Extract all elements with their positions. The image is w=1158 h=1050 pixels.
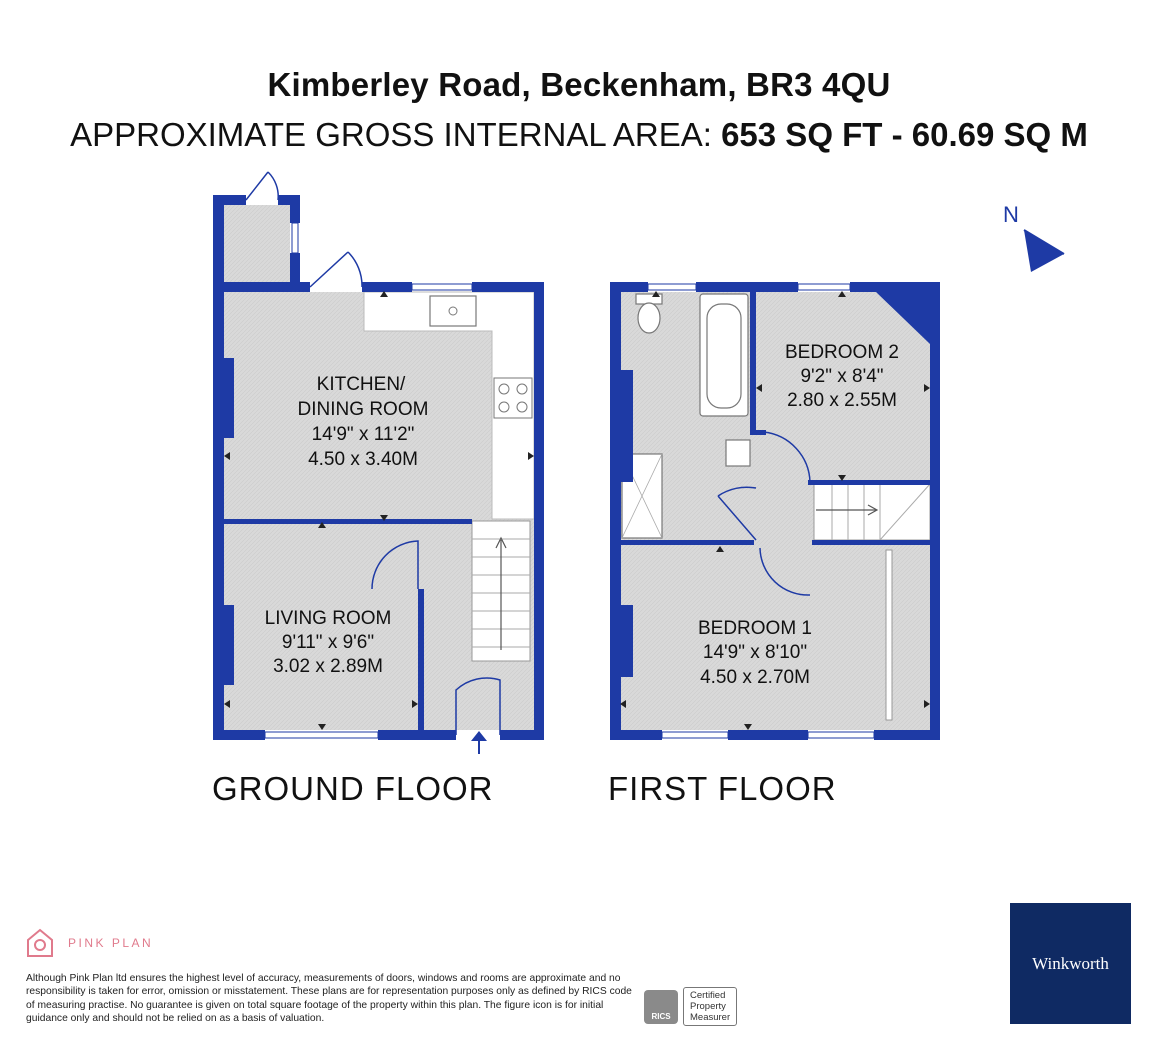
bedroom2-metric: 2.80 x 2.55M [787,390,897,411]
entrance-arrow-icon [471,731,487,754]
first-floor-plan: BEDROOM 2 9'2" x 8'4" 2.80 x 2.55M BEDRO… [610,282,940,740]
kitchen-window [411,283,473,291]
bathroom-window [647,283,697,291]
bathroom-door [717,486,757,541]
winkworth-logo: Winkworth [1010,903,1131,1024]
first-floor-label: FIRST FLOOR [608,770,837,807]
living-door [371,540,419,590]
bedroom1-name: BEDROOM 1 [698,618,812,639]
living-metric: 3.02 x 2.89M [273,656,383,677]
kitchen-imperial: 14'9" x 11'2" [312,424,415,445]
bedroom1-imperial: 14'9" x 8'10" [703,642,807,663]
disclaimer-text: Although Pink Plan ltd ensures the highe… [26,973,632,1025]
store-window [291,222,299,254]
ground-floor-label: GROUND FLOOR [212,770,494,807]
first-stairs [813,483,931,541]
bedroom1-window-right [807,731,875,739]
page-title: Kimberley Road, Beckenham, BR3 4QU [267,66,891,103]
area-value: 653 SQ FT - 60.69 SQ M [721,116,1088,153]
bedroom1-door [759,547,811,596]
living-window [264,731,379,739]
ground-floor-plan: KITCHEN/ DINING ROOM 14'9" x 11'2" 4.50 … [213,171,544,754]
kitchen-name-line1: KITCHEN/ [317,374,406,395]
ground-walls [213,195,544,740]
pink-plan-text: PINK PLAN [68,936,154,950]
kitchen-name-line2: DINING ROOM [298,399,429,420]
basin-icon [725,439,751,467]
living-imperial: 9'11" x 9'6" [282,632,374,653]
rics-badge-icon: RICS [644,989,678,1024]
area-summary: APPROXIMATE GROSS INTERNAL AREA: 653 SQ … [0,116,1158,154]
compass-label: N [1003,202,1019,227]
front-door [455,677,501,735]
sink-icon [429,295,477,327]
first-walls [610,282,940,740]
store-floor [224,205,290,285]
wardrobe [885,549,893,721]
bedroom2-name: BEDROOM 2 [785,342,899,363]
back-door [309,251,363,288]
north-compass-icon: N [1003,202,1065,272]
bedroom2-door [763,431,811,483]
bedroom2-window [797,283,851,291]
rics-certification: RICS Certified Property Measurer [644,987,738,1026]
pink-plan-brand: PINK PLAN [60,928,153,958]
store-door [245,171,279,201]
rics-label: Certified Property Measurer [683,987,738,1026]
bedroom1-window-left [661,731,729,739]
living-name: LIVING ROOM [265,608,392,629]
bedroom1-metric: 4.50 x 2.70M [700,667,810,688]
kitchen-metric: 4.50 x 3.40M [308,449,418,470]
bedroom2-imperial: 9'2" x 8'4" [800,366,883,387]
hob-icon [493,377,533,419]
area-prefix: APPROXIMATE GROSS INTERNAL AREA: [70,116,712,153]
pink-plan-logo-icon [27,928,53,957]
